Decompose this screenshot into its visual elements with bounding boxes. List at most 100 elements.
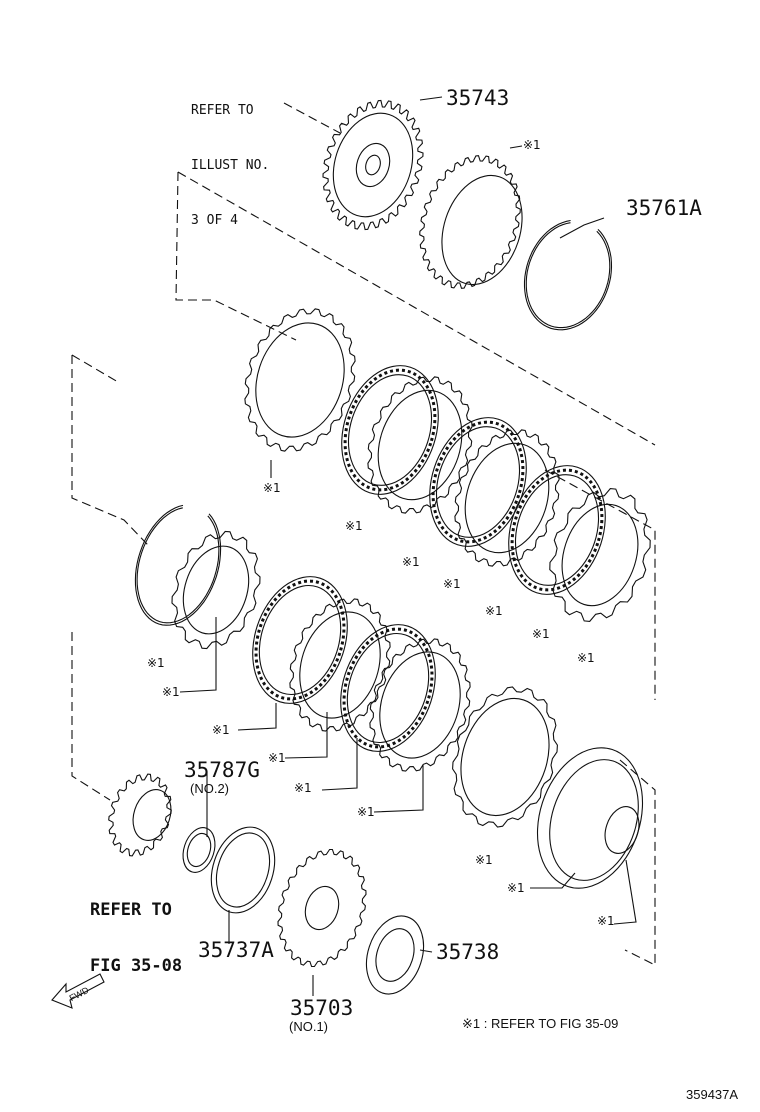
steel-plate-1-bore xyxy=(255,322,345,438)
refer-illust-line-1: REFER TO xyxy=(191,103,254,119)
friction-disc-3 xyxy=(508,465,606,595)
drum-35743-hub xyxy=(355,142,391,188)
snap-ring-left-inner xyxy=(136,507,220,624)
leader-35743 xyxy=(419,96,443,101)
steel-plate-1 xyxy=(244,308,356,452)
backing-plate-upper-bore xyxy=(561,503,639,607)
friction-disc-1-lining xyxy=(343,368,437,492)
refer-fig-line-1: REFER TO xyxy=(90,900,172,921)
clutch-hub xyxy=(419,155,521,289)
part-number-35787G[interactable]: 35787G xyxy=(184,758,260,782)
friction-disc-2-lining xyxy=(431,420,525,544)
refer-fig-line-2: FIG 35-08 xyxy=(90,956,183,977)
thrust-bearing-35738 xyxy=(365,915,425,995)
snap-ring-35761A xyxy=(523,219,613,331)
piston-lip xyxy=(549,759,639,881)
clutch-hub-inner xyxy=(441,174,523,286)
alignment-guide xyxy=(71,632,111,801)
drum-35743 xyxy=(322,99,424,231)
pressure-plate-left-bore xyxy=(182,545,250,635)
thrust-washer-35787G-inner xyxy=(186,832,212,868)
leader-mark xyxy=(509,145,523,149)
steel-plate-2 xyxy=(367,376,473,514)
backing-plate-upper xyxy=(549,488,651,622)
leader-mark xyxy=(613,859,637,925)
ref-mark: ※1 xyxy=(263,481,281,495)
alignment-guide xyxy=(544,469,656,700)
drum-35743-face xyxy=(332,112,414,218)
diagram-id: 359437A xyxy=(686,1087,739,1102)
refer-illust-line-2: ILLUST NO. xyxy=(191,157,270,173)
bearing-35737A-inner xyxy=(215,832,271,908)
friction-disc-5-inner xyxy=(346,632,430,744)
footnote: ※1 : REFER TO FIG 35-09 xyxy=(462,1016,619,1031)
ref-mark: ※1 xyxy=(475,853,493,867)
friction-disc-5 xyxy=(340,624,436,752)
thrust-bearing-35738-inner xyxy=(375,928,415,982)
friction-disc-3-lining xyxy=(510,468,604,592)
friction-disc-4-lining xyxy=(254,579,346,701)
part-number-35737A[interactable]: 35737A xyxy=(198,938,274,962)
snap-ring-left xyxy=(134,504,222,626)
part-number-35787G-sub: (NO.2) xyxy=(190,781,229,796)
friction-disc-2-inner xyxy=(435,426,521,538)
fwd-arrow-icon xyxy=(51,973,105,1009)
part-number-35703[interactable]: 35703 xyxy=(290,996,354,1020)
alignment-guide xyxy=(619,759,656,966)
drum-35743-bore xyxy=(365,154,381,176)
leader-mark xyxy=(321,738,358,791)
planetary-carrier-hub xyxy=(304,885,340,931)
friction-disc-1 xyxy=(341,365,439,495)
steel-plate-2-bore xyxy=(377,389,463,501)
steel-plate-3 xyxy=(454,429,560,567)
leader-mark xyxy=(237,703,277,731)
leader-mark xyxy=(373,765,424,813)
piston xyxy=(536,747,644,889)
ref-mark: ※1 xyxy=(577,651,595,665)
refer-illust-line-3: 3 OF 4 xyxy=(191,212,238,228)
ref-mark: ※1 xyxy=(523,138,541,152)
steel-plate-5 xyxy=(369,638,471,772)
friction-disc-4-inner xyxy=(258,584,342,696)
ref-mark: ※1 xyxy=(268,751,286,765)
part-number-35703-sub: (NO.1) xyxy=(289,1019,328,1034)
friction-disc-3-inner xyxy=(514,474,600,586)
alignment-guide xyxy=(283,102,341,134)
ref-mark: ※1 xyxy=(212,723,230,737)
planetary-carrier-35703 xyxy=(277,848,367,968)
friction-disc-4 xyxy=(252,576,348,704)
alignment-guide xyxy=(177,171,656,446)
ref-mark: ※1 xyxy=(485,604,503,618)
leader-mark xyxy=(179,617,217,693)
part-number-35738[interactable]: 35738 xyxy=(436,940,500,964)
part-number-35761A[interactable]: 35761A xyxy=(626,196,702,220)
friction-disc-5-lining xyxy=(342,627,434,749)
leader-mark xyxy=(530,872,576,889)
pressure-plate-left xyxy=(171,530,261,650)
steel-plate-3-bore xyxy=(464,442,550,554)
snap-ring-35761A-inner xyxy=(525,222,611,329)
backing-plate-lower xyxy=(452,686,558,828)
steel-plate-4-bore xyxy=(299,611,381,719)
steel-plate-5-bore xyxy=(379,651,461,759)
thrust-washer-35787G xyxy=(182,827,216,873)
ref-mark: ※1 xyxy=(357,805,375,819)
refer-illust-note: REFER TO ILLUST NO. 3 OF 4 xyxy=(191,66,269,248)
ref-mark: ※1 xyxy=(345,519,363,533)
ref-mark: ※1 xyxy=(597,914,615,928)
sun-gear-bore xyxy=(132,789,172,841)
piston-seal xyxy=(604,806,640,854)
alignment-guide xyxy=(175,171,297,341)
ref-mark: ※1 xyxy=(507,881,525,895)
ref-mark: ※1 xyxy=(294,781,312,795)
ref-mark: ※1 xyxy=(147,656,165,670)
ref-mark: ※1 xyxy=(532,627,550,641)
alignment-guide xyxy=(71,354,119,383)
alignment-guide xyxy=(71,355,149,546)
backing-plate-lower-bore xyxy=(460,697,550,817)
leader-mark xyxy=(284,712,328,759)
refer-fig-note: REFER TO FIG 35-08 xyxy=(90,864,182,995)
part-number-35743[interactable]: 35743 xyxy=(446,86,510,110)
sun-gear xyxy=(108,773,172,857)
